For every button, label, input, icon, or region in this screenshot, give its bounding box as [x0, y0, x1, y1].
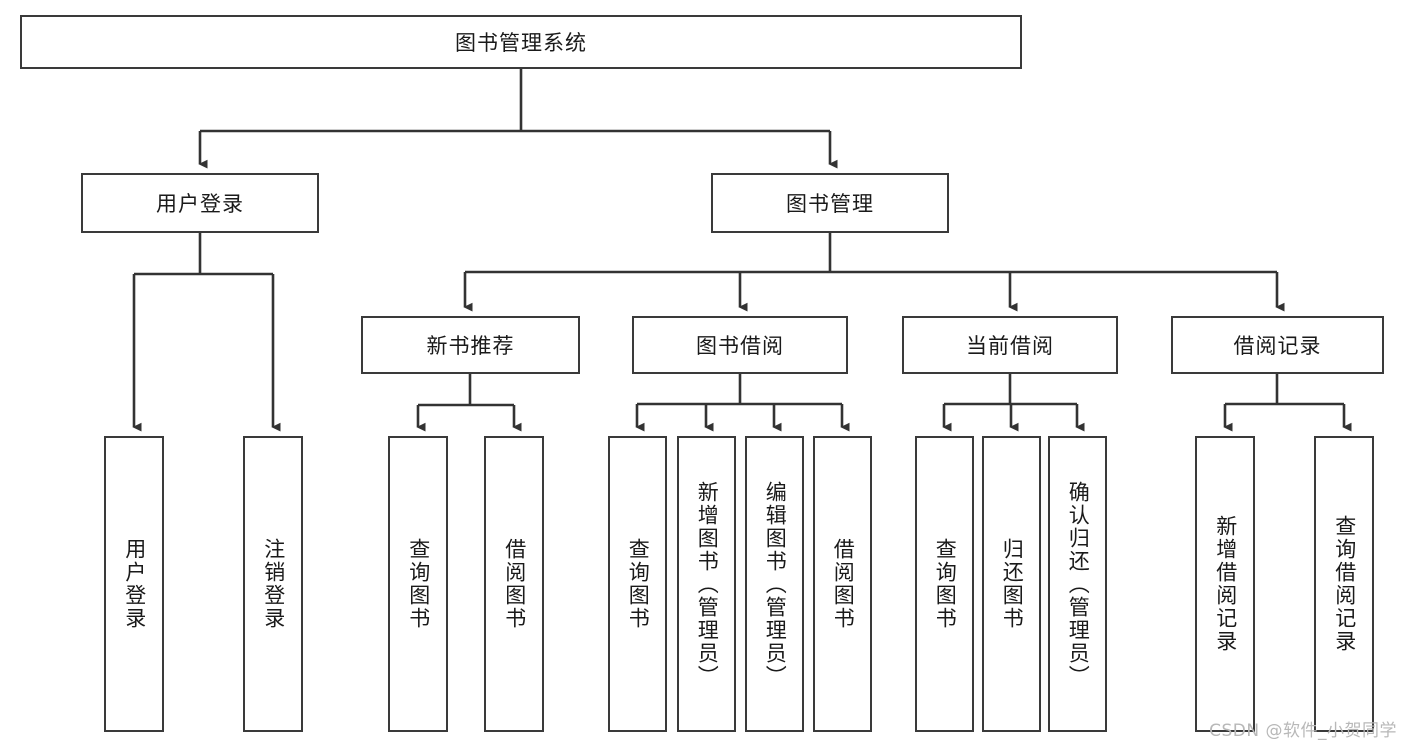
node-root[interactable]: 图书管理系统 — [20, 15, 1022, 69]
node-user-login-label: 用户登录 — [156, 192, 244, 216]
leaf-lend-book-label: 借阅图书 — [831, 538, 856, 630]
node-book-management-label: 图书管理 — [786, 192, 874, 216]
leaf-add-borrow-record-label: 新增借阅记录 — [1213, 515, 1238, 653]
leaf-add-book-admin[interactable]: 新增图书（管理员） — [677, 436, 736, 732]
leaf-user-login[interactable]: 用户登录 — [104, 436, 164, 732]
leaf-query-book-borrow[interactable]: 查询图书 — [608, 436, 667, 732]
node-borrow-records-label: 借阅记录 — [1233, 334, 1322, 358]
leaf-confirm-return-admin-label: 确认归还（管理员） — [1066, 480, 1091, 688]
leaf-query-book-current[interactable]: 查询图书 — [915, 436, 974, 732]
node-book-borrow[interactable]: 图书借阅 — [632, 316, 848, 374]
leaf-borrow-book-recommend-label: 借阅图书 — [502, 538, 527, 630]
node-book-borrow-label: 图书借阅 — [696, 334, 784, 358]
leaf-edit-book-admin[interactable]: 编辑图书（管理员） — [745, 436, 804, 732]
leaf-user-login-label: 用户登录 — [122, 538, 147, 630]
leaf-return-book-label: 归还图书 — [1000, 538, 1025, 630]
leaf-query-book-borrow-label: 查询图书 — [626, 538, 651, 630]
leaf-return-book[interactable]: 归还图书 — [982, 436, 1041, 732]
leaf-query-book-recommend-label: 查询图书 — [406, 538, 431, 630]
leaf-confirm-return-admin[interactable]: 确认归还（管理员） — [1048, 436, 1107, 732]
leaf-add-book-admin-label: 新增图书（管理员） — [695, 480, 720, 688]
node-new-book-recommend[interactable]: 新书推荐 — [361, 316, 580, 374]
node-user-login[interactable]: 用户登录 — [81, 173, 319, 233]
node-borrow-records[interactable]: 借阅记录 — [1171, 316, 1384, 374]
leaf-logout[interactable]: 注销登录 — [243, 436, 303, 732]
leaf-query-borrow-record[interactable]: 查询借阅记录 — [1314, 436, 1374, 732]
leaf-query-book-recommend[interactable]: 查询图书 — [388, 436, 448, 732]
leaf-borrow-book-recommend[interactable]: 借阅图书 — [484, 436, 544, 732]
node-root-label: 图书管理系统 — [455, 31, 587, 55]
leaf-query-borrow-record-label: 查询借阅记录 — [1332, 515, 1357, 653]
leaf-logout-label: 注销登录 — [261, 538, 286, 630]
node-current-borrow-label: 当前借阅 — [966, 334, 1054, 358]
node-current-borrow[interactable]: 当前借阅 — [902, 316, 1118, 374]
node-book-management[interactable]: 图书管理 — [711, 173, 949, 233]
leaf-query-book-current-label: 查询图书 — [933, 538, 958, 630]
leaf-add-borrow-record[interactable]: 新增借阅记录 — [1195, 436, 1255, 732]
leaf-edit-book-admin-label: 编辑图书（管理员） — [763, 480, 788, 688]
node-new-book-recommend-label: 新书推荐 — [426, 334, 515, 358]
leaf-lend-book[interactable]: 借阅图书 — [813, 436, 872, 732]
csdn-watermark: CSDN @软件_小贺同学 — [1209, 721, 1397, 741]
